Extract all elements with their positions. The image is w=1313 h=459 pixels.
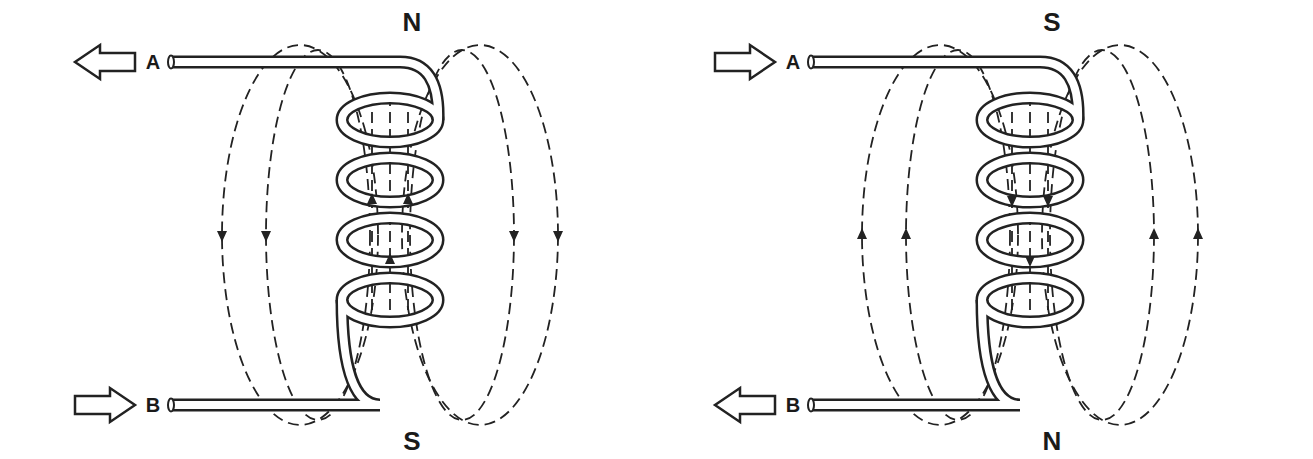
left-coil [75,45,563,425]
pole-label: N [1041,427,1064,455]
terminal-label: A [144,51,162,73]
terminal-label: B [784,394,802,416]
pole-label: S [1041,8,1062,36]
terminal-label: B [144,394,162,416]
terminal-label: A [784,51,802,73]
right-coil [715,45,1203,425]
pole-label: N [401,8,424,36]
pole-label: S [401,427,422,455]
